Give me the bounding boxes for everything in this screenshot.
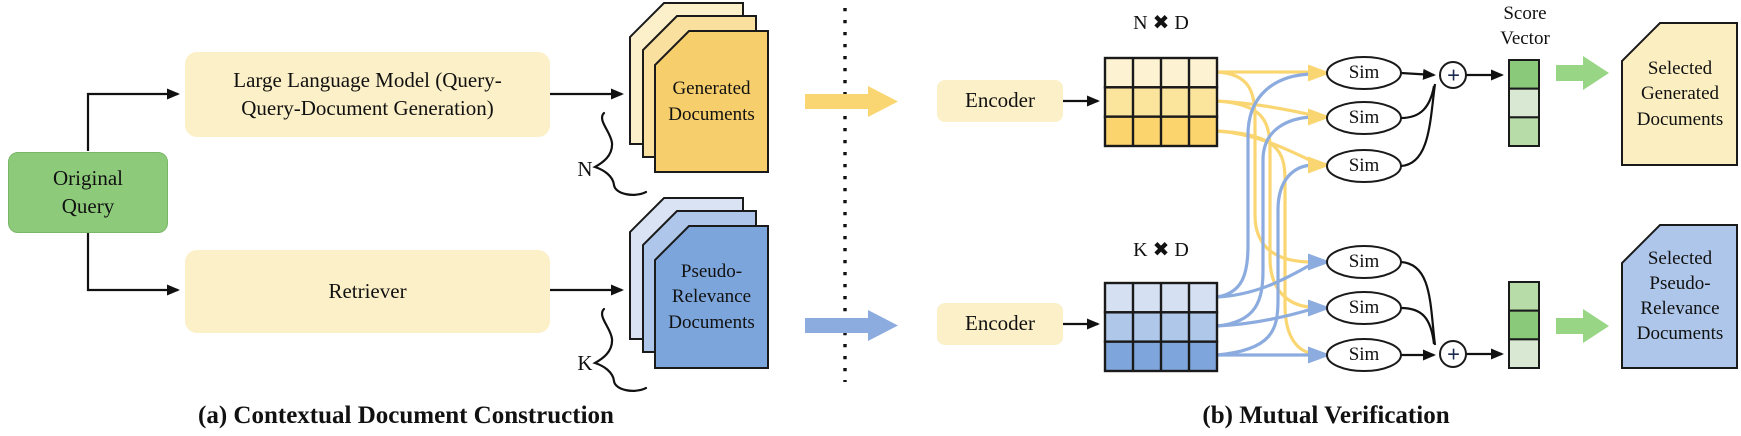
generated-docs-label: Generated Documents bbox=[668, 78, 755, 125]
flow-arrow-selected-generated bbox=[1556, 56, 1609, 90]
retriever-label: Retriever bbox=[328, 278, 407, 303]
generated-docs-stack bbox=[629, 2, 769, 173]
sim-ellipses bbox=[1326, 56, 1402, 372]
original-query-box bbox=[8, 152, 168, 233]
caption-panel-a: (a) Contextual Document Construction bbox=[198, 401, 614, 429]
caption-panel-b: (b) Mutual Verification bbox=[1202, 401, 1450, 429]
embedding-matrix-pseudo bbox=[1103, 281, 1219, 373]
sum-node-top bbox=[1439, 61, 1467, 89]
matrix-top-dims-label: N ✖ D bbox=[1133, 11, 1189, 34]
connector-arrows bbox=[86, 69, 1504, 360]
sim-ellipse-bottom-3 bbox=[1326, 338, 1402, 372]
sim-label-bottom-1: Sim bbox=[1348, 251, 1380, 273]
sum-node-bottom bbox=[1439, 340, 1467, 368]
sim-label-bottom-2: Sim bbox=[1348, 297, 1380, 319]
original-query-label: Original Query bbox=[53, 165, 123, 218]
encoder-bottom-label: Encoder bbox=[965, 311, 1035, 336]
similarity-curves-blue bbox=[1216, 72, 1316, 357]
sum-symbol-top: + bbox=[1446, 62, 1461, 88]
n-count-label: N bbox=[577, 157, 593, 182]
embedding-matrix-generated bbox=[1103, 56, 1219, 148]
score-vector-generated bbox=[1508, 59, 1540, 147]
sim-label-top-1: Sim bbox=[1348, 62, 1380, 84]
flow-arrow-selected-pseudo bbox=[1556, 309, 1609, 343]
query-to-llm-arrow bbox=[86, 88, 180, 151]
matrix-bottom-dims-label: K ✖ D bbox=[1133, 238, 1189, 261]
pseudo-docs-stack bbox=[629, 197, 769, 369]
retriever-box bbox=[185, 250, 550, 333]
selected-generated-label: Selected Generated Documents bbox=[1636, 58, 1724, 130]
sim-ellipse-top-1 bbox=[1326, 56, 1402, 90]
encoder-top-label: Encoder bbox=[965, 88, 1035, 113]
selected-generated-doc bbox=[1621, 22, 1738, 166]
sim-ellipse-top-3 bbox=[1326, 149, 1402, 183]
sim-ellipse-bottom-1 bbox=[1326, 245, 1402, 279]
n-count-brace bbox=[592, 111, 648, 196]
flow-arrow-pseudo bbox=[805, 310, 898, 341]
flow-arrow-generated bbox=[805, 86, 898, 117]
sim-input-arrowheads bbox=[1308, 64, 1331, 364]
sim-output-curves bbox=[1400, 68, 1437, 361]
selected-pseudo-doc bbox=[1621, 224, 1738, 369]
encoder-box-top bbox=[937, 80, 1063, 122]
sim-ellipse-bottom-2 bbox=[1326, 291, 1402, 325]
k-count-label: K bbox=[577, 351, 593, 376]
selected-pseudo-label: Selected Pseudo- Relevance Documents bbox=[1636, 247, 1724, 345]
sim-label-top-3: Sim bbox=[1348, 155, 1380, 177]
sim-ellipse-top-2 bbox=[1326, 101, 1402, 135]
encoder-box-bottom bbox=[937, 303, 1063, 345]
score-vector-label: Score Vector bbox=[1500, 2, 1550, 49]
k-count-brace bbox=[592, 307, 648, 392]
score-vector-pseudo bbox=[1508, 281, 1540, 369]
pseudo-docs-label: Pseudo- Relevance Documents bbox=[668, 261, 755, 333]
query-to-retriever-arrow bbox=[86, 233, 180, 296]
sim-label-top-2: Sim bbox=[1348, 107, 1380, 129]
llm-label: Large Language Model (Query- Query-Docum… bbox=[233, 67, 502, 120]
sim-label-bottom-3: Sim bbox=[1348, 344, 1380, 366]
sum-symbol-bottom: + bbox=[1446, 341, 1461, 367]
llm-box bbox=[185, 52, 550, 137]
